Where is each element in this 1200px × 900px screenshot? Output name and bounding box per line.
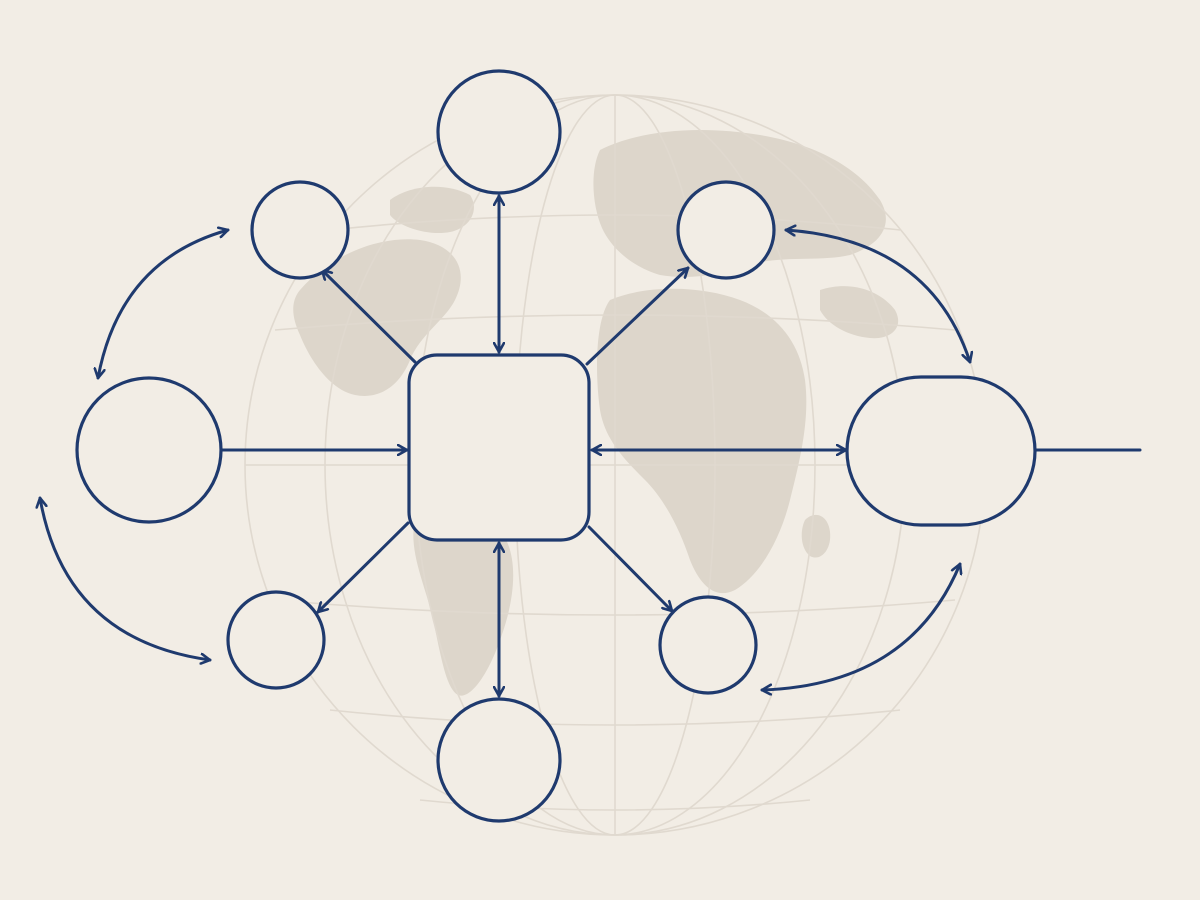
link-right-lower-right — [760, 562, 960, 690]
node-upper-left — [250, 180, 350, 280]
node-lower-left — [226, 590, 326, 690]
link-hub-upper-right — [585, 266, 690, 366]
link-upper-left-left — [98, 230, 230, 380]
link-hub-lower-right — [587, 525, 674, 613]
link-hub-lower-left — [316, 521, 410, 614]
nodes — [75, 69, 1037, 823]
node-left — [75, 376, 223, 524]
node-right — [845, 375, 1037, 527]
spoke-links — [220, 194, 1142, 698]
hub-node — [407, 353, 591, 542]
node-upper-right — [676, 180, 776, 280]
curved-links — [40, 230, 970, 690]
node-bottom — [436, 697, 562, 823]
node-top — [436, 69, 562, 195]
link-upper-right-right — [784, 230, 970, 364]
link-left-lower-left — [40, 496, 212, 660]
link-hub-upper-left — [320, 268, 417, 364]
node-lower-right — [658, 595, 758, 695]
